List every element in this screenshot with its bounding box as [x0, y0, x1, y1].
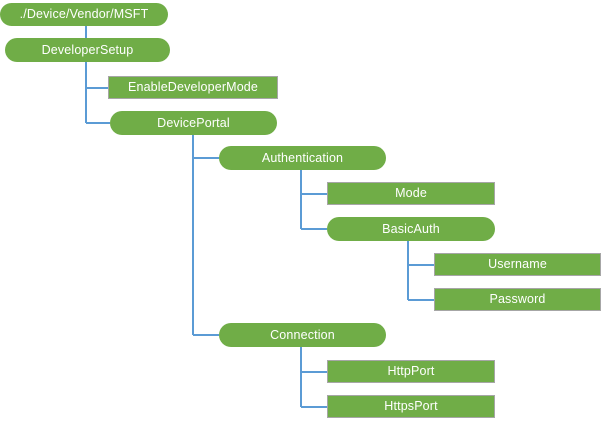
node-developer-setup[interactable]: DeveloperSetup [5, 38, 170, 62]
node-authentication[interactable]: Authentication [219, 146, 386, 170]
node-http-port[interactable]: HttpPort [327, 360, 495, 383]
node-label-mode: Mode [395, 186, 427, 201]
node-enable-developer-mode[interactable]: EnableDeveloperMode [108, 76, 278, 99]
node-password[interactable]: Password [434, 288, 601, 311]
node-label-root: ./Device/Vendor/MSFT [19, 7, 149, 22]
node-label-authentication: Authentication [261, 150, 344, 165]
node-username[interactable]: Username [434, 253, 601, 276]
node-root[interactable]: ./Device/Vendor/MSFT [0, 3, 168, 26]
node-label-username: Username [488, 257, 547, 272]
node-label-basic-auth: BasicAuth [382, 221, 440, 236]
node-label-enable-developer-mode: EnableDeveloperMode [127, 80, 259, 95]
node-mode[interactable]: Mode [327, 182, 495, 205]
node-connection[interactable]: Connection [219, 323, 386, 347]
node-label-https-port: HttpsPort [384, 399, 438, 414]
node-label-device-portal: DevicePortal [157, 115, 230, 130]
node-label-connection: Connection [270, 327, 335, 342]
node-https-port[interactable]: HttpsPort [327, 395, 495, 418]
node-basic-auth[interactable]: BasicAuth [327, 217, 495, 241]
node-label-http-port: HttpPort [387, 364, 435, 379]
node-label-developer-setup: DeveloperSetup [41, 42, 134, 57]
node-label-password: Password [489, 292, 546, 307]
node-device-portal[interactable]: DevicePortal [110, 111, 277, 135]
